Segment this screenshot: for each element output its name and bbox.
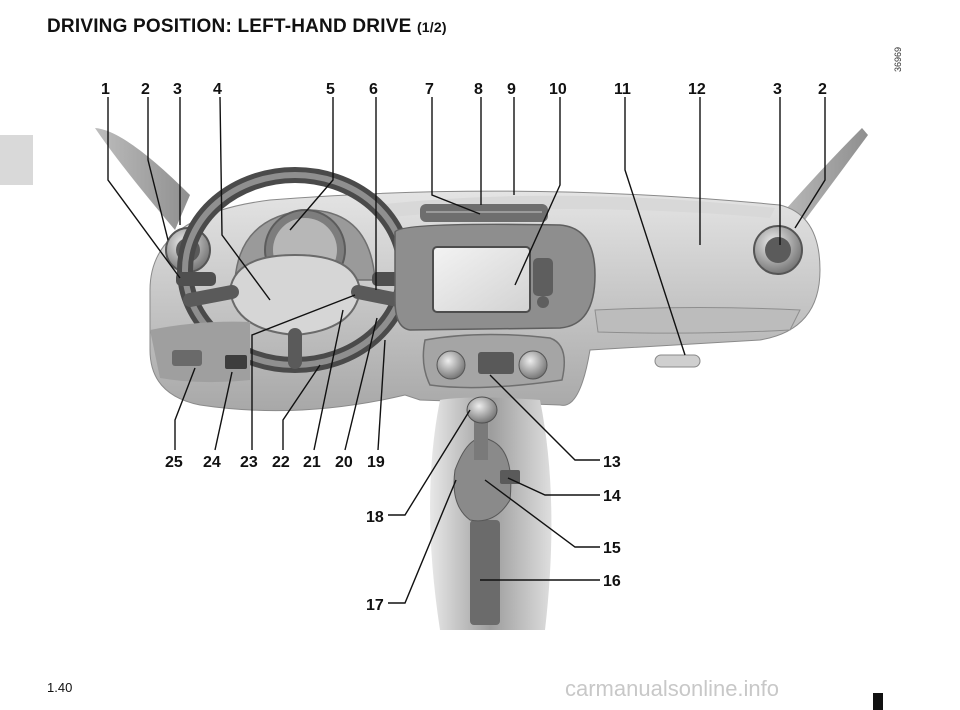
callout-16: 16 xyxy=(603,573,621,590)
callout-10: 10 xyxy=(549,81,567,98)
callout-24: 24 xyxy=(203,454,221,471)
leader-lines xyxy=(107,96,826,604)
callout-21: 21 xyxy=(303,454,321,471)
title-main: DRIVING POSITION: LEFT-HAND DRIVE xyxy=(47,16,412,37)
climate-knob-left xyxy=(436,350,466,380)
page-number: 1.40 xyxy=(47,680,73,695)
dash-top xyxy=(375,195,775,218)
callout-25: 25 xyxy=(165,454,183,471)
callout-8: 8 xyxy=(474,81,483,98)
corner-marker xyxy=(873,693,883,710)
glovebox xyxy=(594,307,801,334)
gear-shaft xyxy=(474,415,488,460)
callout-23: 23 xyxy=(240,454,258,471)
callout-17: 17 xyxy=(366,597,384,614)
callout-18: 18 xyxy=(366,509,384,526)
callout-19: 19 xyxy=(367,454,385,471)
callout-numbers: 1 2 3 4 5 6 7 8 9 10 11 12 3 2 13 14 15 … xyxy=(101,81,827,614)
callout-1: 1 xyxy=(101,81,110,98)
callout-3-right: 3 xyxy=(773,81,782,98)
page-title: DRIVING POSITION: LEFT-HAND DRIVE (1/2) xyxy=(47,16,447,38)
left-stalk xyxy=(176,272,216,286)
callout-3: 3 xyxy=(173,81,182,98)
callout-4: 4 xyxy=(213,81,222,98)
section-tab xyxy=(0,135,33,185)
glovebox-handle xyxy=(654,354,701,368)
callout-11: 11 xyxy=(614,81,631,98)
callout-12: 12 xyxy=(688,81,706,98)
callout-14: 14 xyxy=(603,488,621,505)
gear-knob xyxy=(466,396,498,424)
callout-2-right: 2 xyxy=(818,81,827,98)
callout-20: 20 xyxy=(335,454,353,471)
left-pillar xyxy=(95,128,190,230)
multimedia-screen xyxy=(432,246,531,313)
callout-7: 7 xyxy=(425,81,434,98)
callout-6: 6 xyxy=(369,81,378,98)
callout-2: 2 xyxy=(141,81,150,98)
callout-13: 13 xyxy=(603,454,621,471)
climate-knob-right xyxy=(518,350,548,380)
callout-9: 9 xyxy=(507,81,516,98)
callout-15: 15 xyxy=(603,540,621,557)
watermark: carmanualsonline.info xyxy=(565,676,780,701)
callout-5: 5 xyxy=(326,81,335,98)
callout-22: 22 xyxy=(272,454,290,471)
title-part: (1/2) xyxy=(416,19,447,35)
